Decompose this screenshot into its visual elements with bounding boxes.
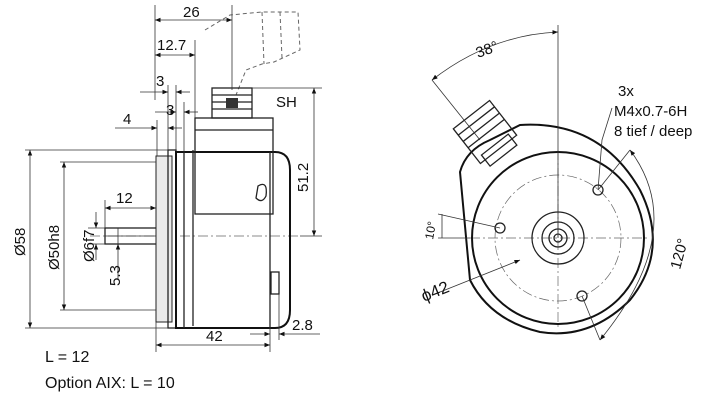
connector-housing [194, 117, 274, 215]
dim-3-lower: 3 [166, 102, 174, 119]
front-connector [452, 99, 518, 168]
dim-12-7: 12.7 [157, 37, 186, 54]
angle-38: 38° [474, 38, 501, 62]
dim-d58: Ø58 [12, 228, 29, 256]
side-view: 26 12.7 3 3 4 12 SH 51.2 [12, 4, 322, 352]
angle-120: 120° [667, 237, 691, 271]
thread-depth: 8 tief / deep [614, 123, 692, 140]
dim-5-3: 5.3 [107, 265, 124, 286]
thread-spec: M4x0.7-6H [614, 103, 687, 120]
flange [155, 155, 173, 323]
dim-3-upper: 3 [156, 73, 164, 90]
front-housing [458, 123, 654, 335]
front-view: 38° 10° 120° ϕ42 3x M4x0.7-6H 8 tief / d… [418, 25, 692, 341]
plug-outline [204, 11, 301, 96]
note-line-1: L = 12 [45, 349, 89, 366]
thread-count: 3x [618, 83, 634, 100]
dim-d6f7: Ø6f7 [81, 229, 98, 262]
dim-d42: ϕ42 [418, 277, 451, 305]
angle-10: 10° [422, 220, 439, 241]
dim-sh: SH [276, 94, 297, 111]
dim-26: 26 [183, 4, 200, 21]
dim-42: 42 [206, 328, 223, 345]
dim-51-2: 51.2 [295, 163, 312, 192]
mounting-holes [494, 184, 604, 302]
encoder-body [175, 151, 291, 329]
dim-4: 4 [123, 111, 131, 128]
dim-d50h8: Ø50h8 [46, 225, 63, 270]
note-line-2: Option AIX: L = 10 [45, 375, 175, 392]
dim-12: 12 [116, 190, 133, 207]
dim-2-8: 2.8 [292, 317, 313, 334]
